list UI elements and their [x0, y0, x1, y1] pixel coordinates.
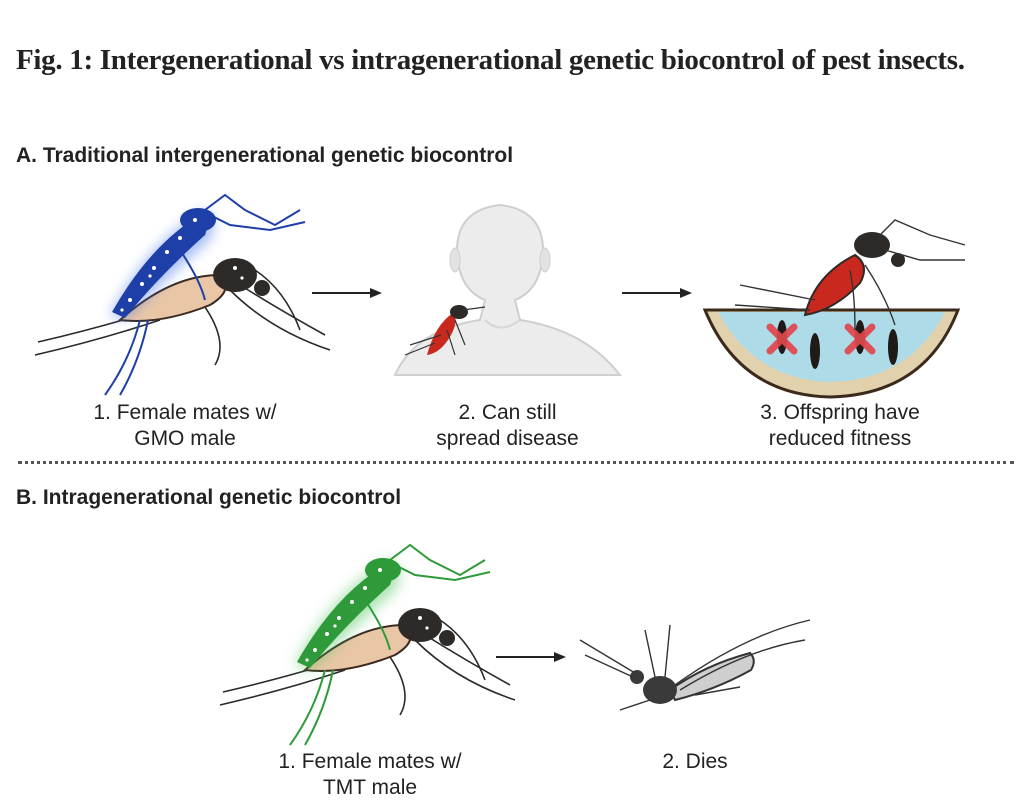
step-a3-line2: reduced fitness [768, 427, 912, 450]
step-b1-line2: TMT male [322, 776, 418, 799]
step-a2-caption: 2. Can still spread disease [385, 400, 630, 452]
panel-divider [18, 461, 1014, 464]
step-b1-caption: 1. Female mates w/ TMT male [245, 749, 495, 801]
step-a3-caption: 3. Offspring have reduced fitness [700, 400, 980, 452]
arrow-right-icon [622, 288, 692, 298]
dead-mosquito-illustration [579, 619, 811, 711]
step-a2-line2: spread disease [436, 427, 579, 450]
step-a3-line1: 3. Offspring have [760, 401, 920, 424]
step-a1-line2: GMO male [134, 427, 236, 450]
mosquito-laying-eggs-illustration [702, 219, 966, 399]
step-b2-line1: 2. Dies [662, 750, 728, 773]
step-b2-caption: 2. Dies [620, 749, 770, 775]
arrow-right-icon [312, 288, 382, 298]
step-a2-line1: 2. Can still [458, 401, 557, 424]
panel-a-heading: A. Traditional intergenerational genetic… [16, 144, 514, 167]
arrow-right-icon [496, 652, 566, 662]
figure-title: Fig. 1: Intergenerational vs intragenera… [16, 44, 965, 76]
step-b1-line1: 1. Female mates w/ [278, 750, 462, 773]
human-bust-with-mosquito-illustration [393, 203, 623, 376]
step-a1-caption: 1. Female mates w/ GMO male [30, 400, 340, 452]
step-a1-line1: 1. Female mates w/ [93, 401, 277, 424]
panel-b-heading: B. Intragenerational genetic biocontrol [16, 486, 402, 509]
tmt-mating-mosquitoes-illustration [219, 543, 516, 746]
gmo-mating-mosquitoes-illustration [34, 193, 331, 396]
